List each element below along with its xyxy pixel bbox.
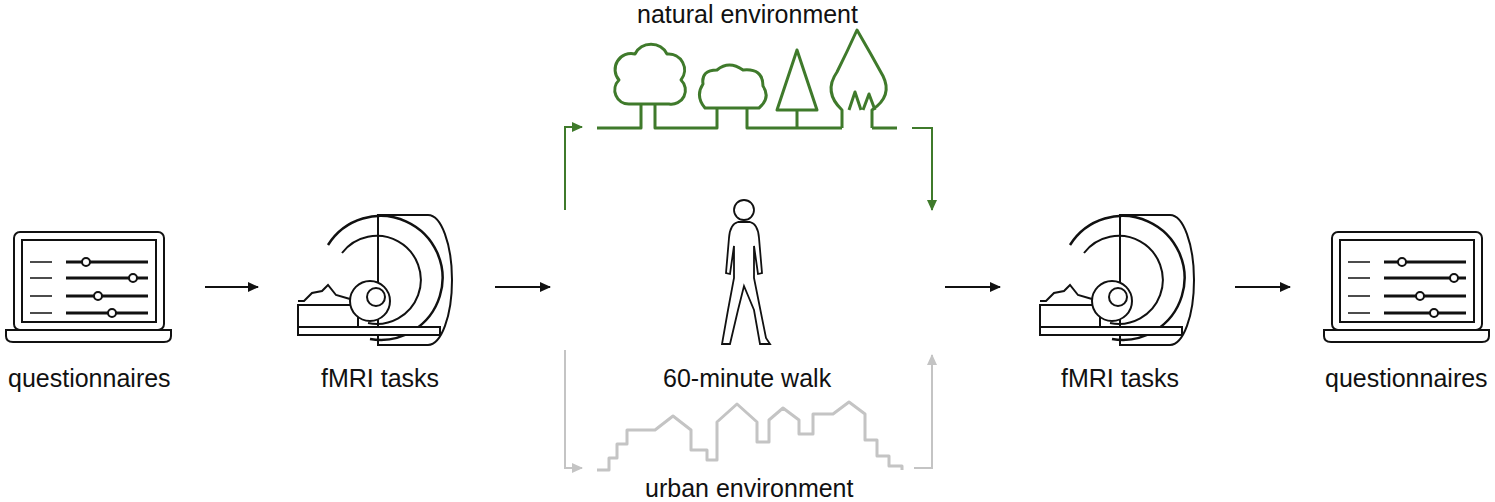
flow-arrow [495, 286, 550, 288]
step-label: 60-minute walk [663, 364, 831, 392]
skyline-icon [597, 402, 902, 470]
scanner-step: fMRI tasks [295, 200, 465, 392]
walker-icon [722, 200, 770, 344]
laptop-icon [1324, 232, 1489, 342]
flow-arrow [565, 350, 582, 468]
scanner-icon [1040, 215, 1194, 345]
flow-arrow [912, 128, 932, 210]
step-label: urban environment [645, 474, 853, 502]
flow-arrow [1235, 286, 1290, 288]
walk-step: 60-minute walk [553, 195, 942, 392]
flow-arrow [914, 355, 932, 468]
step-label: questionnaires [1325, 364, 1488, 392]
flow-arrow [205, 286, 258, 288]
flow-arrow [565, 127, 582, 210]
flow-arrow [945, 286, 1000, 288]
environment-region: urban environment [597, 400, 902, 502]
tree-icons [597, 30, 897, 128]
laptop-icon [6, 232, 171, 342]
questionnaire-step: questionnaires [0, 222, 178, 392]
questionnaire-step: questionnaires [1317, 222, 1495, 392]
scanner-step: fMRI tasks [1035, 200, 1205, 392]
step-label: fMRI tasks [321, 364, 439, 392]
step-label: fMRI tasks [1061, 364, 1179, 392]
step-label: questionnaires [8, 364, 171, 392]
environment-region: natural environment [597, 0, 897, 132]
scanner-icon [298, 215, 452, 345]
step-label: natural environment [637, 0, 858, 28]
